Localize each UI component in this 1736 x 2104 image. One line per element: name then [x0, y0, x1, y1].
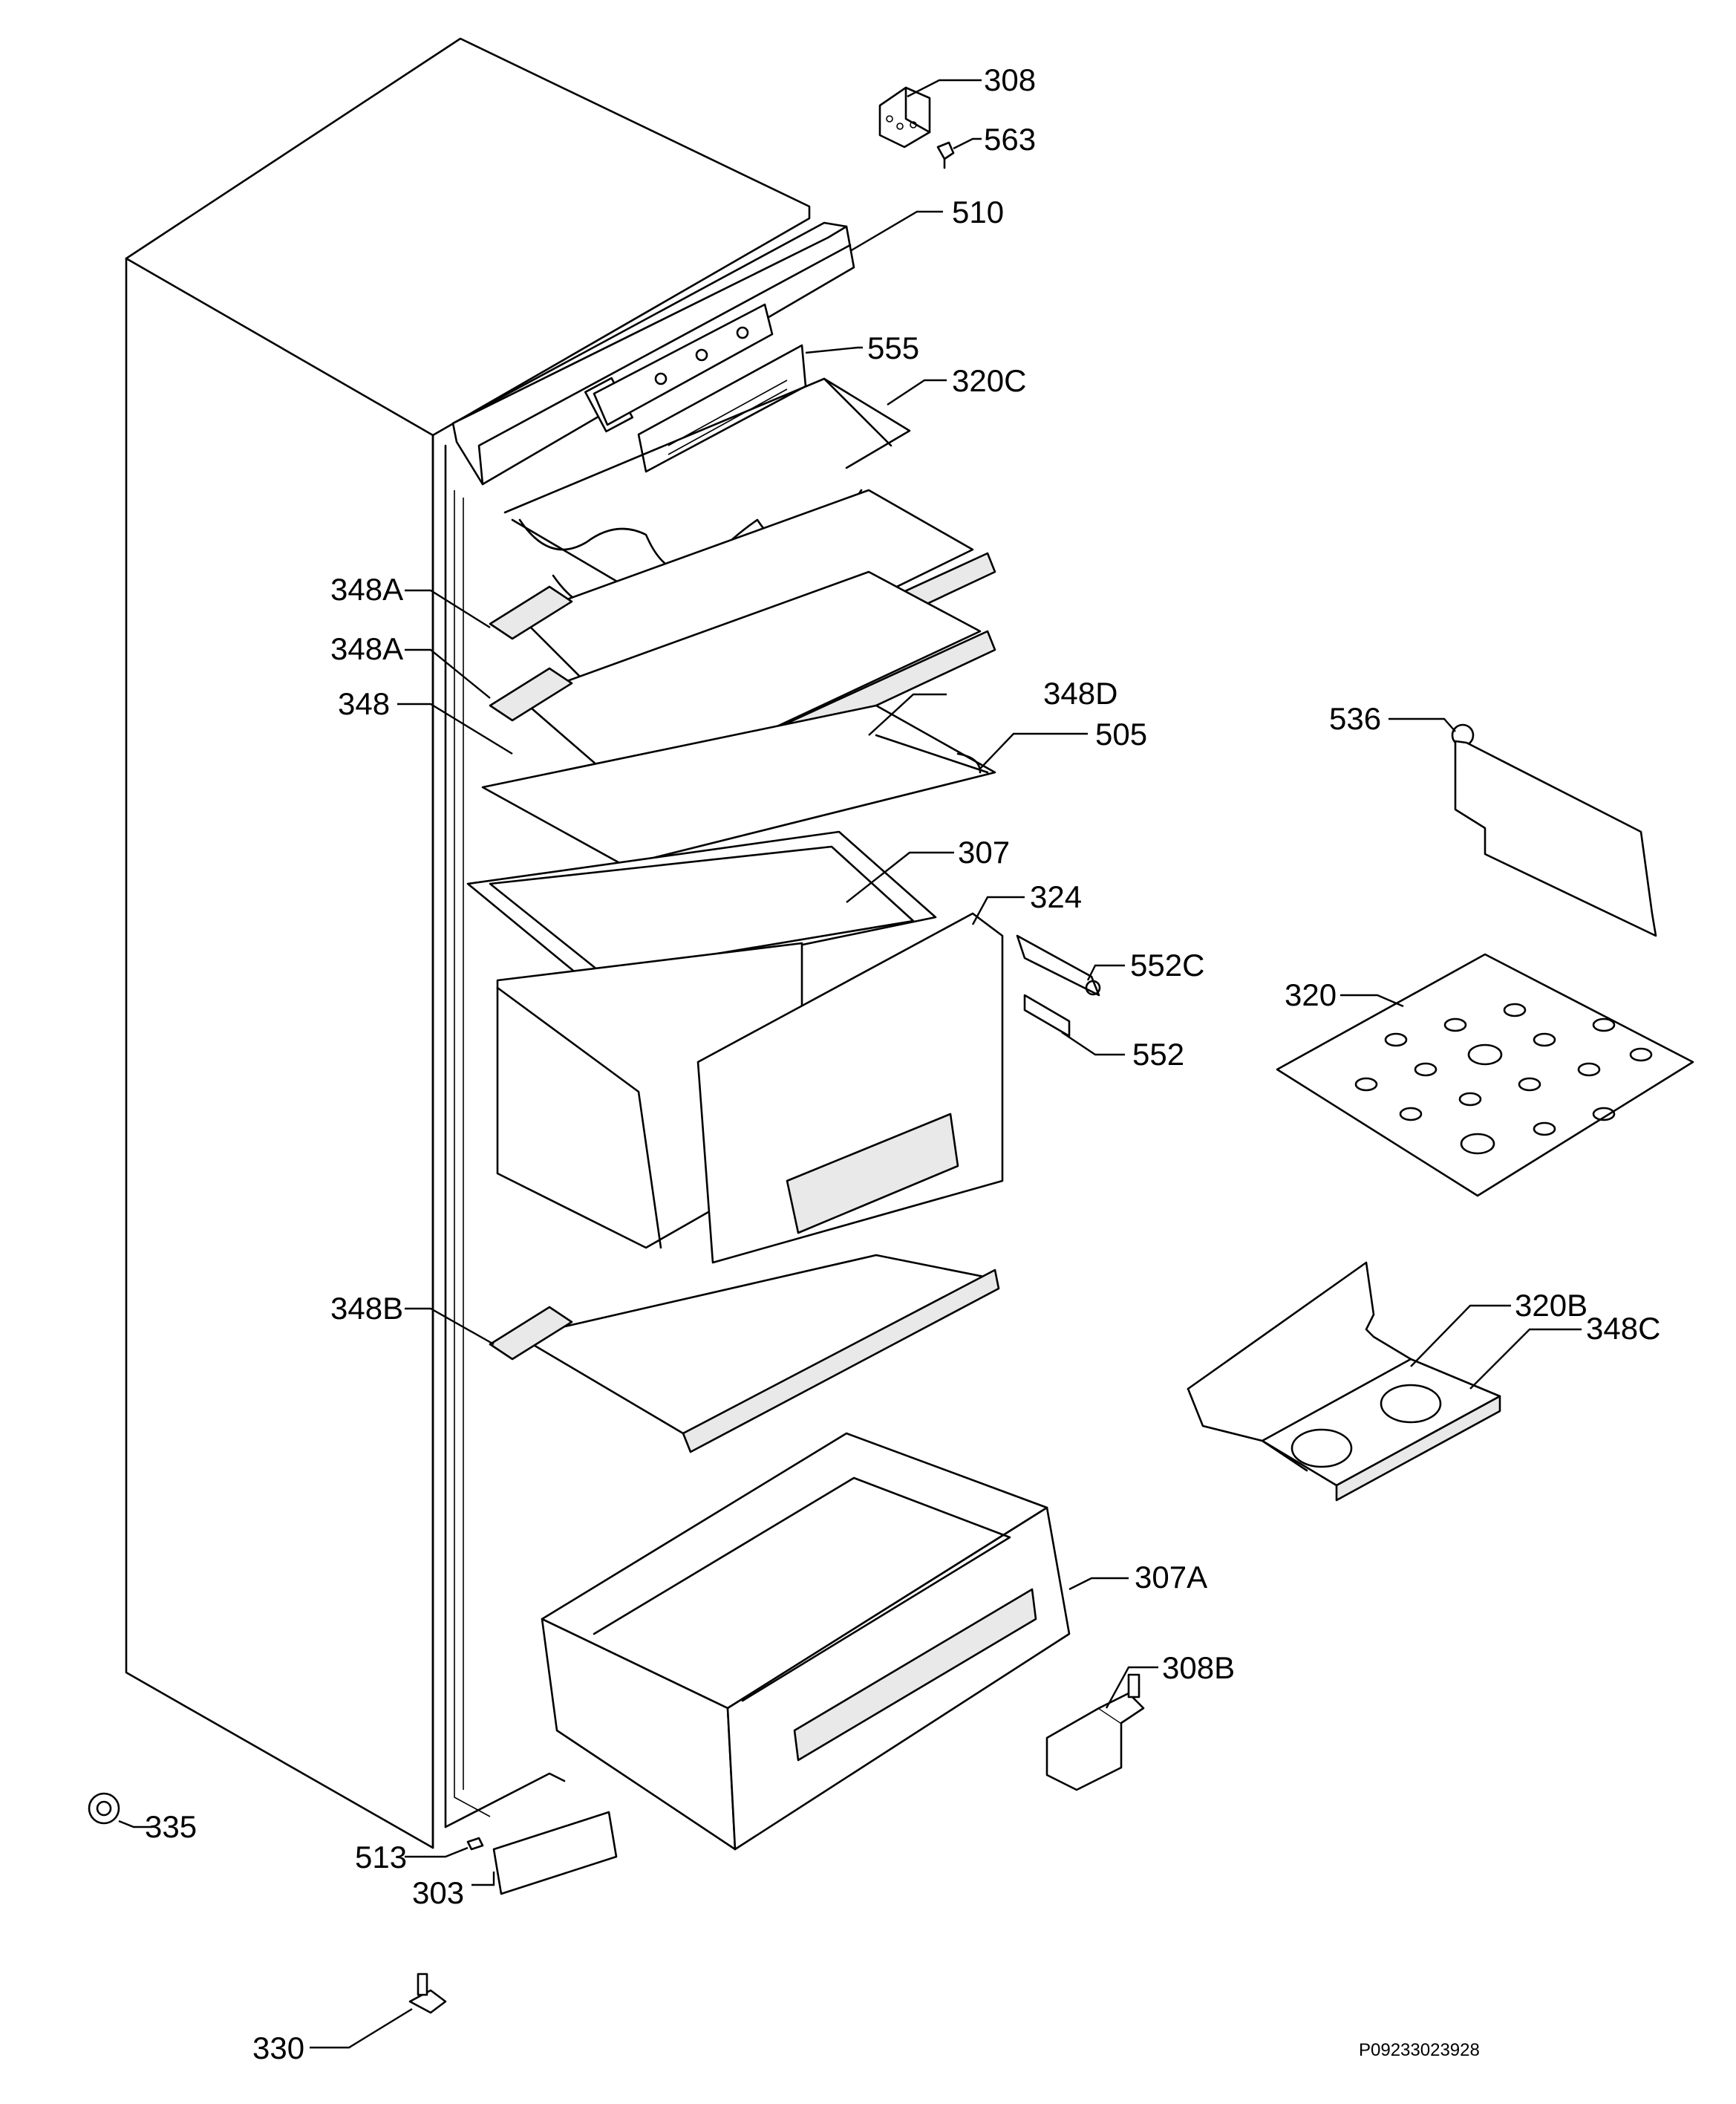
slide-rail-552c	[1016, 934, 1101, 997]
callout-552c: 552C	[1130, 948, 1204, 983]
screw-part	[936, 141, 955, 169]
callout-536: 536	[1329, 701, 1381, 736]
kick-plate-303	[466, 1811, 618, 1895]
glass-shelf-348b	[489, 1254, 1000, 1453]
drawer-324	[496, 912, 1004, 1264]
callout-563: 563	[984, 122, 1036, 157]
callout-348a-first: 348A	[330, 572, 403, 607]
bottle-holder-320b	[1187, 1261, 1501, 1502]
foot-335	[88, 1792, 120, 1825]
callout-348a-second: 348A	[330, 631, 403, 666]
leveling-foot-330	[408, 1973, 447, 2014]
callout-330: 330	[252, 2030, 304, 2065]
callout-348c: 348C	[1586, 1311, 1660, 1346]
shelf-divider-536	[1451, 723, 1657, 937]
top-hinge-part	[878, 86, 931, 149]
callout-303: 303	[412, 1875, 464, 1910]
callout-labels: 308 563 510 555 320C 348A 348A 348 348D …	[145, 62, 1660, 2065]
callout-307: 307	[958, 835, 1010, 870]
perforated-plate-320	[1276, 953, 1694, 1197]
callout-555: 555	[867, 330, 919, 365]
callout-348d: 348D	[1043, 676, 1117, 711]
callout-320c: 320C	[952, 363, 1026, 398]
lower-hinge-308b	[1045, 1673, 1145, 1791]
control-panel-part	[451, 221, 855, 486]
callout-324: 324	[1030, 879, 1082, 914]
callout-308: 308	[984, 62, 1036, 97]
refrigerator-cabinet	[125, 37, 811, 1849]
callout-335: 335	[145, 1809, 197, 1844]
callout-505: 505	[1095, 717, 1147, 752]
callout-348b: 348B	[330, 1291, 403, 1326]
callout-320: 320	[1285, 977, 1337, 1012]
callout-308b: 308B	[1162, 1650, 1235, 1685]
leader-lines	[118, 79, 1582, 2049]
callout-513: 513	[355, 1840, 407, 1875]
callout-348: 348	[338, 686, 390, 721]
rail-clip-552	[1023, 994, 1071, 1038]
glass-plate-348	[481, 704, 996, 867]
crisper-drawer-307a	[541, 1432, 1071, 1851]
callout-307a: 307A	[1135, 1560, 1207, 1595]
callout-510: 510	[952, 195, 1004, 229]
callout-320b: 320B	[1515, 1288, 1587, 1323]
drawer-frame-307	[466, 830, 937, 989]
callout-552: 552	[1132, 1037, 1184, 1072]
drawing-code: P09233023928	[1359, 2040, 1480, 2060]
